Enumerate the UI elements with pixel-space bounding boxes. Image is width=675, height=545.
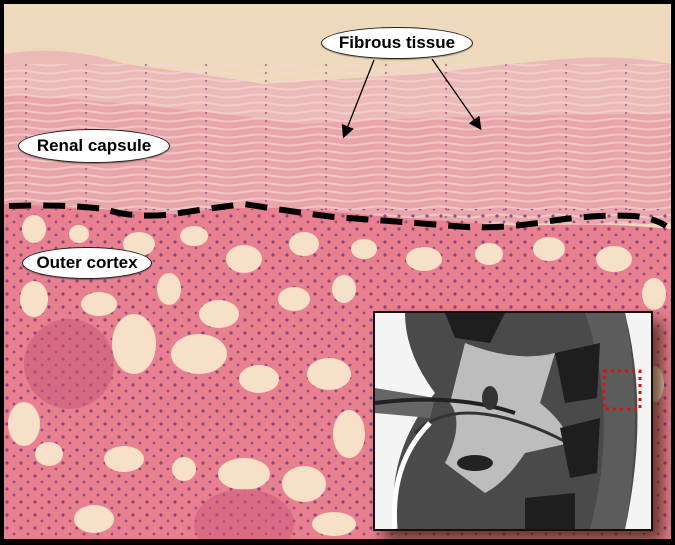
- kidney-schematic-inset: [373, 311, 653, 531]
- label-renal-capsule: Renal capsule: [18, 129, 170, 163]
- label-fibrous-tissue: Fibrous tissue: [321, 27, 473, 59]
- kidney-diagram: [375, 313, 651, 529]
- histology-micrograph: Fibrous tissue Renal capsule Outer corte…: [4, 4, 671, 539]
- tissue-texture: [4, 50, 671, 539]
- highlight-box: [602, 369, 642, 411]
- label-outer-cortex: Outer cortex: [22, 247, 152, 279]
